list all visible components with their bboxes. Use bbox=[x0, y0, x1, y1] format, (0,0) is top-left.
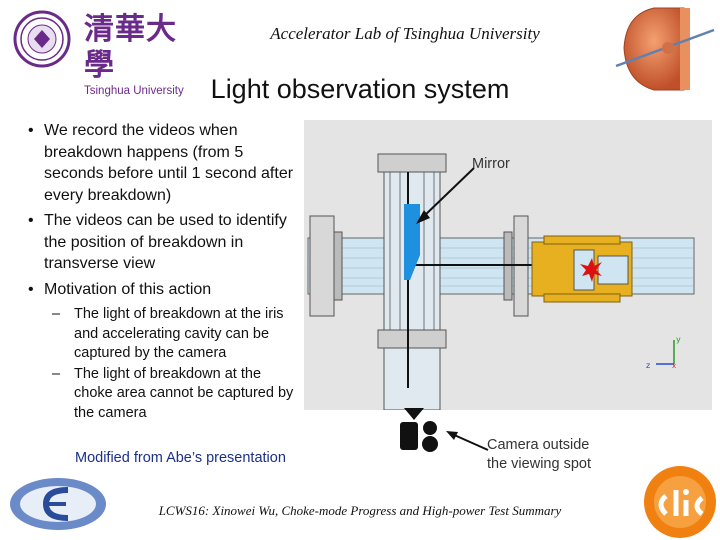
header-title: Accelerator Lab of Tsinghua University bbox=[270, 24, 540, 43]
tsinghua-wordmark: 清華大學 Tsinghua University bbox=[84, 12, 194, 97]
light-observation-diagram: y z x bbox=[304, 120, 712, 410]
sub-bullet-text: The light of breakdown at the choke area… bbox=[74, 365, 294, 421]
bullet-item: • We record the videos when breakdown ha… bbox=[22, 120, 302, 206]
axis-y-label: y bbox=[676, 335, 681, 344]
institute-logo bbox=[10, 478, 106, 530]
credit-note: Modified from Abe’s presentation bbox=[75, 450, 286, 466]
axis-z-label: z bbox=[646, 361, 650, 370]
bullet-text: The videos can be used to identify the p… bbox=[44, 212, 287, 272]
camera-label-line: Camera outside bbox=[487, 437, 590, 453]
bullet-list: • We record the videos when breakdown ha… bbox=[22, 120, 302, 304]
camera-label-line: the viewing spot bbox=[487, 456, 591, 472]
cavity-3d-image bbox=[615, 7, 715, 91]
dash-icon: – bbox=[52, 365, 61, 382]
clic-logo bbox=[644, 466, 716, 538]
camera-arrow-icon bbox=[446, 431, 489, 451]
sub-bullet-text: The light of breakdown at the iris and a… bbox=[74, 306, 284, 361]
camera-label: Camera outside the viewing spot bbox=[487, 436, 591, 474]
bullet-text: We record the videos when breakdown happ… bbox=[44, 122, 294, 204]
bullet-text: Motivation of this action bbox=[44, 280, 212, 298]
bullet-item: • Motivation of this action bbox=[22, 279, 302, 301]
sub-bullet-list: – The light of breakdown at the iris and… bbox=[52, 305, 302, 424]
tsinghua-seal-logo bbox=[13, 10, 71, 68]
sub-bullet-item: – The light of breakdown at the iris and… bbox=[52, 305, 302, 364]
university-name-en: Tsinghua University bbox=[84, 85, 184, 97]
university-name-cn: 清華大學 bbox=[84, 12, 177, 83]
bullet-dot-icon: • bbox=[28, 212, 34, 229]
mirror-label: Mirror bbox=[472, 156, 510, 172]
bullet-dot-icon: • bbox=[28, 280, 34, 298]
dash-icon: – bbox=[52, 306, 61, 322]
camera-icon bbox=[400, 408, 438, 452]
bullet-dot-icon: • bbox=[28, 122, 34, 139]
axis-x-label: x bbox=[672, 362, 676, 370]
bullet-item: • The videos can be used to identify the… bbox=[22, 210, 302, 275]
slide-title: Light observation system bbox=[210, 74, 510, 104]
sub-bullet-item: – The light of breakdown at the choke ar… bbox=[52, 365, 302, 424]
footer-text: LCWS16: Xinowei Wu, Choke-mode Progress … bbox=[158, 503, 562, 518]
